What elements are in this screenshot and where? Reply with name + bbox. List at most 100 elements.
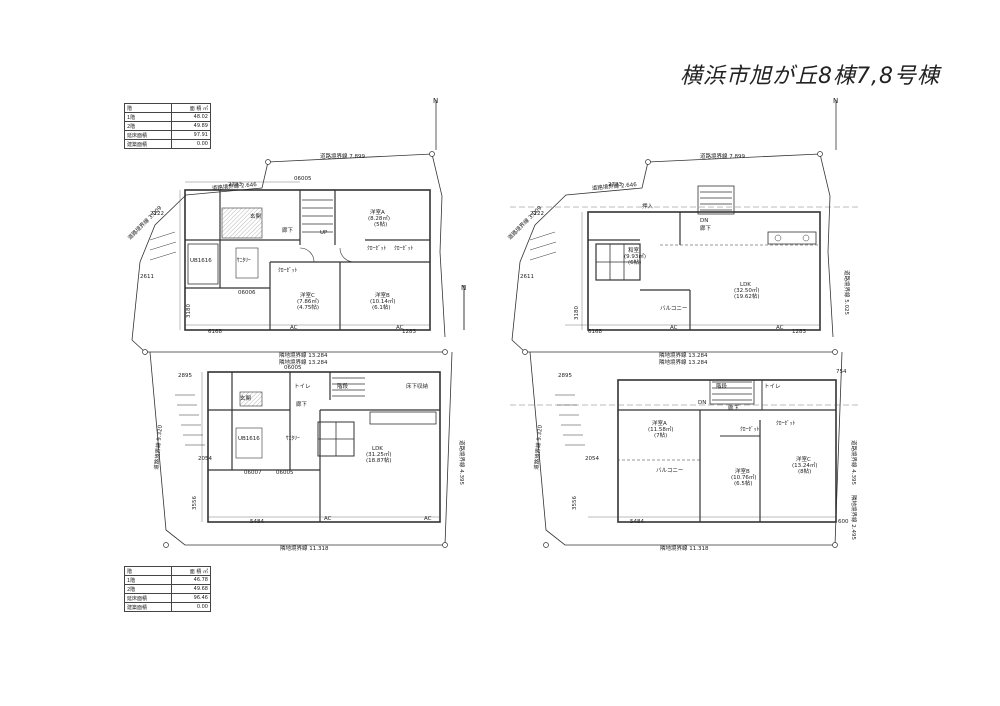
boundary-label: 道路境界線 9.320 xyxy=(532,424,544,470)
fixture-code: 06005 xyxy=(294,176,312,182)
stairs xyxy=(709,379,755,405)
room-area: (8.28㎡) xyxy=(368,214,390,222)
room-label: 廊下 xyxy=(296,400,308,408)
dimension-label: 2783 xyxy=(608,182,622,188)
room-label: UB1616 xyxy=(238,436,260,442)
boundary-label: 道路境界線 5.025 xyxy=(843,270,851,315)
boundary-label: 隣地境界線 13.284 xyxy=(659,351,708,359)
room-area: (4.75帖) xyxy=(297,303,319,311)
ac-label: AC xyxy=(424,516,432,522)
room-area: (19.62帖) xyxy=(734,292,760,300)
exterior-steps xyxy=(149,231,205,446)
room-label: 洋室C xyxy=(796,455,811,463)
room-label: 玄関 xyxy=(240,394,252,402)
dimension-label: 2222 xyxy=(530,211,544,217)
room-label: トイレ xyxy=(764,384,781,390)
fixture-code: 06005 xyxy=(276,470,294,476)
room-label: トイレ xyxy=(294,384,311,390)
dimension-label: 3180 xyxy=(186,304,192,318)
room-area: (8帖) xyxy=(798,467,811,475)
room-label: ｸﾛｰｾﾞｯﾄ xyxy=(740,426,760,433)
dimension-label: 600 xyxy=(838,519,849,525)
room-area: (6.1帖) xyxy=(372,303,391,311)
dimension-label: 5484 xyxy=(250,519,264,525)
row-value: 0.00 xyxy=(171,602,211,612)
dimension-label: 2783 xyxy=(228,182,242,188)
dimension-label: 3180 xyxy=(574,306,580,320)
room-area: (9.93㎡) xyxy=(624,252,646,260)
ac-label: AC xyxy=(776,325,784,331)
dimension-label: 2611 xyxy=(140,274,154,280)
boundary-label: 隣地境界線 2.495 xyxy=(850,495,858,540)
boundary-label: 隣地境界線 11.318 xyxy=(660,544,709,552)
row-value: 0.00 xyxy=(171,139,211,149)
boundary-label: 道路境界線 7.899 xyxy=(320,152,365,160)
dimension-label: 3556 xyxy=(572,496,578,510)
room-label: 階段 xyxy=(337,382,349,390)
room-label: LDK xyxy=(740,282,751,288)
room-label: 廊下 xyxy=(728,404,740,412)
dimension-label: 2054 xyxy=(198,456,212,462)
room-label: ｸﾛｰｾﾞｯﾄ xyxy=(367,245,387,252)
dimension-label: 2895 xyxy=(178,373,192,379)
room-area: (7.86㎡) xyxy=(297,297,319,305)
room-label: ｻﾆﾀﾘｰ xyxy=(286,435,300,442)
room-label: 廊下 xyxy=(282,226,294,234)
stair-label: DN xyxy=(700,218,708,224)
boundary-label: 隣地境界線 11.318 xyxy=(280,544,329,552)
boundary-label: 隣地境界線 13.284 xyxy=(279,358,328,366)
stairs xyxy=(332,377,365,397)
room-label: ｸﾛｰｾﾞｯﾄ xyxy=(394,245,414,252)
labels-2f: N 道路境界線 7.899 道路境界線 2.646 道路境界線 3.009 隣地… xyxy=(506,97,858,552)
dimension-label: 3556 xyxy=(192,496,198,510)
boundary-label: 道路境界線 4.395 xyxy=(458,440,466,485)
room-label: 洋室C xyxy=(300,291,315,299)
dimension-label: 5484 xyxy=(630,519,644,525)
fixture-code: 06005 xyxy=(284,365,302,371)
ac-label: AC xyxy=(670,325,678,331)
ac-label: AC xyxy=(396,325,404,331)
boundary-label: 道路境界線 7.899 xyxy=(700,152,745,160)
room-label: 押入 xyxy=(642,202,654,210)
room-area: (10.14㎡) xyxy=(370,297,396,305)
boundary-label: 道路境界線 2.646 xyxy=(591,180,637,192)
room-area: (10.76㎡) xyxy=(731,473,757,481)
room-label: 洋室A xyxy=(370,208,385,216)
exterior-steps xyxy=(529,231,585,446)
stairs xyxy=(302,199,333,233)
room-label: 洋室A xyxy=(652,419,667,427)
room-label: LDK xyxy=(372,446,383,452)
labels-1f: N N 道路境界線 7.899 道路境界線 2.646 道路境界線 3.009 … xyxy=(126,97,466,552)
dimension-label: 2222 xyxy=(150,211,164,217)
boundary-label: 道路境界線 9.320 xyxy=(152,424,164,470)
boundary-markers xyxy=(142,151,838,548)
room-label: ｻﾆﾀﾘｰ xyxy=(237,257,251,264)
stair-label: UP xyxy=(320,230,328,236)
boundary-label: 道路境界線 2.646 xyxy=(211,180,257,192)
boundary-label: 隣地境界線 13.284 xyxy=(279,351,328,359)
stair-label: DN xyxy=(698,400,706,406)
dimension-label: 1283 xyxy=(402,329,416,335)
ac-label: AC xyxy=(290,325,298,331)
fixture-code: 06006 xyxy=(238,290,256,296)
room-label: ｸﾛｰｾﾞｯﾄ xyxy=(278,267,298,274)
boundary-label: 隣地境界線 13.284 xyxy=(659,358,708,366)
dimension-label: 2611 xyxy=(520,274,534,280)
room-area: (11.58㎡) xyxy=(648,425,674,433)
room-area: (18.87帖) xyxy=(366,456,392,464)
fixture-code: 06007 xyxy=(244,470,262,476)
room-area: (6帖) xyxy=(628,258,641,266)
boundary-label: 道路境界線 4.395 xyxy=(850,440,858,485)
dimension-label: 6168 xyxy=(588,329,602,335)
room-label: 洋室B xyxy=(375,291,390,299)
site-plan-2f xyxy=(463,100,860,546)
dimension-label: 6168 xyxy=(208,329,222,335)
north-label: N xyxy=(433,97,438,105)
room-label: 和室 xyxy=(628,246,640,254)
room-label: 玄関 xyxy=(250,212,262,220)
